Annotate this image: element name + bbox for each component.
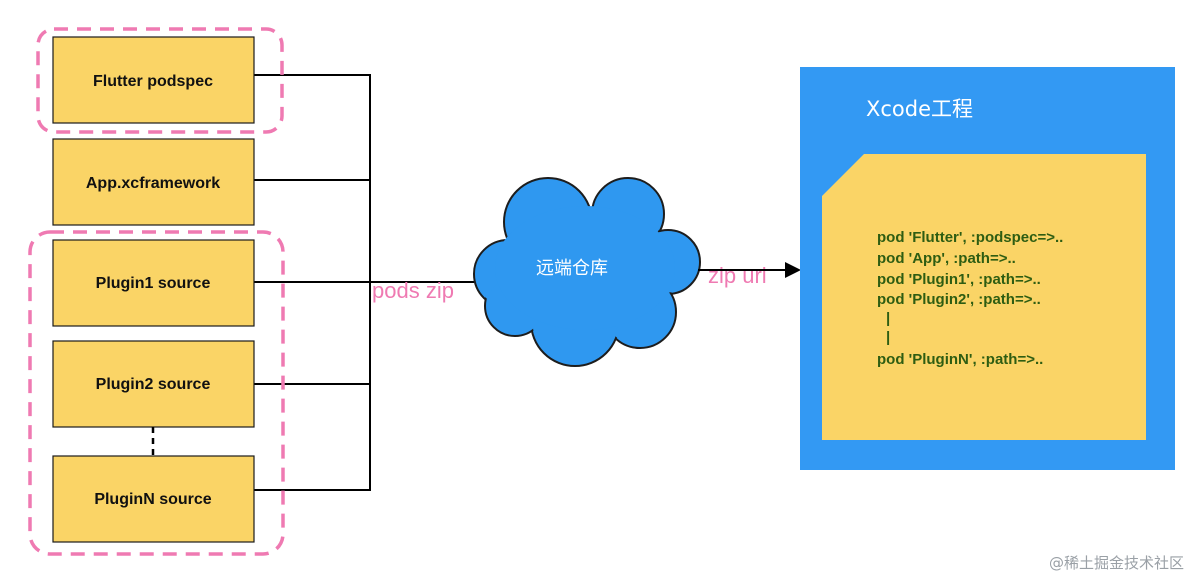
source-box-app-xcframework: App.xcframework (52, 138, 255, 226)
source-label-app-xcframework: App.xcframework (86, 175, 220, 192)
podfile-code: pod 'Flutter', :podspec=>.. pod 'App', :… (877, 229, 1063, 368)
arrow-to-xcode (698, 262, 801, 278)
remote-repo-cloud: 远端仓库 (473, 177, 701, 367)
podfile-line: | (886, 329, 890, 346)
podfile-line: pod 'Flutter', :podspec=>.. (877, 229, 1063, 246)
podfile-line: | (886, 310, 890, 327)
podfile-note (822, 154, 1146, 440)
xcode-project: Xcode工程 pod 'Flutter', :podspec=>.. pod … (800, 67, 1175, 470)
arrow-head-icon (785, 262, 801, 278)
source-connectors (254, 74, 488, 491)
podfile-line: pod 'App', :path=>.. (877, 250, 1016, 267)
xcode-project-title: Xcode工程 (866, 97, 973, 121)
source-box-pluginN: PluginN source (52, 455, 255, 543)
podfile-line: pod 'Plugin2', :path=>.. (877, 291, 1041, 308)
source-box-plugin1: Plugin1 source (52, 239, 255, 327)
source-label-pluginN: PluginN source (94, 491, 211, 508)
edge-label-zip-url: zip url (708, 263, 767, 288)
highlight-flutter-podspec (36, 27, 284, 134)
source-label-plugin1: Plugin1 source (96, 275, 211, 292)
source-box-flutter-podspec: Flutter podspec (52, 36, 255, 124)
source-label-flutter-podspec: Flutter podspec (93, 73, 213, 90)
podfile-line: pod 'Plugin1', :path=>.. (877, 271, 1041, 288)
edge-label-pods-zip: pods zip (372, 278, 454, 303)
podfile-line: pod 'PluginN', :path=>.. (877, 351, 1043, 368)
remote-repo-label: 远端仓库 (536, 258, 608, 279)
source-box-plugin2: Plugin2 source (52, 340, 255, 428)
watermark: @稀土掘金技术社区 (1048, 554, 1184, 572)
source-label-plugin2: Plugin2 source (96, 376, 211, 393)
